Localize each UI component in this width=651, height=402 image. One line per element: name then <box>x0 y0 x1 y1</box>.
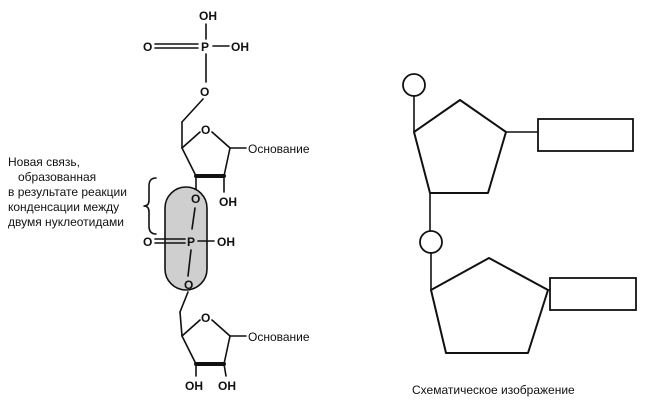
upper-base-label: Основание <box>248 142 310 156</box>
upper-ring-c4-o <box>181 131 201 149</box>
schematic-sugar-bottom <box>430 257 549 354</box>
upper-ring-c3-c4 <box>181 147 197 177</box>
link-oxygen-lower: O <box>184 278 193 292</box>
lower-base-label: Основание <box>248 330 310 344</box>
upper-ring-oh: OH <box>219 195 237 209</box>
lower-ring-oh-right: OH <box>218 379 236 393</box>
lower-ring-oxygen: O <box>201 311 210 325</box>
schematic-caption: Схематическое изображение <box>412 383 575 397</box>
upper-ring-oxygen: O <box>201 123 210 137</box>
bond-o-p-upper <box>191 207 196 230</box>
schematic-base-top <box>537 118 634 152</box>
top-phosphate-o-lower: O <box>200 85 209 99</box>
lower-ring-c3-c4 <box>181 335 197 365</box>
top-phosphate-p: P <box>201 40 209 54</box>
lower-ring-c2-oh <box>223 363 227 377</box>
new-bond-highlight: O O P OH O <box>143 186 235 292</box>
schematic-sugar-top <box>413 99 507 194</box>
lower-ring-c4-o <box>181 319 201 337</box>
annotation-brace <box>143 177 157 235</box>
annotation-line-5: двумя нуклеотидами <box>8 215 124 229</box>
top-phosphate-double-o: O <box>143 40 152 54</box>
lower-sugar-ring: O Основание OH OH <box>179 291 310 393</box>
lower-ring-c1-c2 <box>223 335 231 365</box>
schematic: Схематическое изображение <box>402 73 637 397</box>
top-phosphate-oh-right: OH <box>231 40 249 54</box>
top-phosphate-oh-upper: OH <box>199 9 217 23</box>
lower-ring-oh-left: OH <box>185 379 203 393</box>
schematic-phosphate-top <box>402 73 426 97</box>
upper-ring-o-c1 <box>211 131 231 149</box>
bond-o-ch2-lower <box>179 291 189 313</box>
bond-p-o-lower-link <box>187 249 192 277</box>
bond-ch2-c4-lower <box>179 311 183 337</box>
upper-ring-c1-c2 <box>223 147 231 177</box>
schematic-phosphate-mid <box>419 230 443 254</box>
link-phosphorus: P <box>187 235 195 249</box>
link-oh: OH <box>217 235 235 249</box>
annotation-line-3: в результате реакции <box>8 185 127 199</box>
top-phosphate-group: OH O P OH O <box>143 9 249 149</box>
annotation: Новая связь, образованная в результате р… <box>8 155 157 235</box>
annotation-line-4: конденсации между <box>8 200 119 214</box>
lower-ring-o-c1 <box>211 319 231 337</box>
bond-o-ch2 <box>181 98 204 123</box>
annotation-line-1: Новая связь, <box>8 155 80 169</box>
link-double-o: O <box>143 235 152 249</box>
schematic-base-bottom <box>549 277 637 311</box>
annotation-line-2: образованная <box>18 170 96 184</box>
link-oxygen-upper: O <box>191 192 200 206</box>
